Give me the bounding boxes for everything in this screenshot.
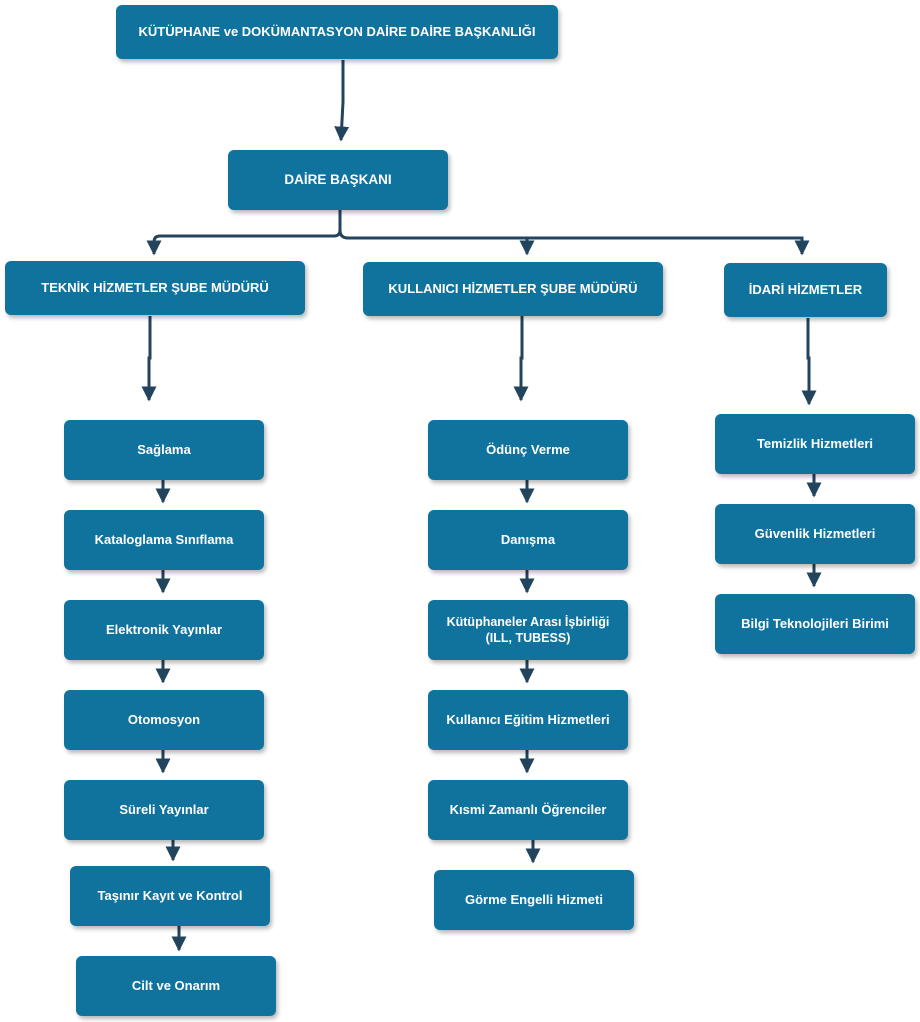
connector-teknik-sağlama (141, 316, 157, 402)
branch-idari: İDARİ HİZMETLER (724, 263, 887, 317)
root-node: KÜTÜPHANE ve DOKÜMANTASYON DAİRE DAİRE B… (116, 5, 558, 59)
unit-bilgi-teknolojileri: Bilgi Teknolojileri Birimi (715, 594, 915, 654)
unit-odunc-verme: Ödünç Verme (428, 420, 628, 480)
unit-danisma: Danışma (428, 510, 628, 570)
unit-cilt-onarim: Cilt ve Onarım (76, 956, 276, 1016)
unit-kismi-zamanli: Kısmi Zamanlı Öğrenciler (428, 780, 628, 840)
branch-kullanici: KULLANICI HİZMETLER ŞUBE MÜDÜRÜ (363, 262, 663, 316)
unit-guvenlik: Güvenlik Hizmetleri (715, 504, 915, 564)
unit-kataloglama: Kataloglama Sınıflama (64, 510, 264, 570)
connector-idari-temizlik (801, 318, 817, 406)
head-node: DAİRE BAŞKANI (228, 150, 448, 210)
unit-temizlik: Temizlik Hizmetleri (715, 414, 915, 474)
connector-kullanici-odunc (513, 316, 529, 402)
connector-head-kullanici (338, 229, 535, 256)
unit-sureli-yayinlar: Süreli Yayınlar (64, 780, 264, 840)
unit-kutuphaneler-arasi: Kütüphaneler Arası İşbirliği (ILL, TUBES… (428, 600, 628, 660)
connector-root-head (334, 60, 350, 142)
unit-tasinir-kayit: Taşınır Kayıt ve Kontrol (70, 866, 270, 926)
unit-saglama: Sağlama (64, 420, 264, 480)
unit-elektronik-yayinlar: Elektronik Yayınlar (64, 600, 264, 660)
unit-otomosyon: Otomosyon (64, 690, 264, 750)
connector-head-teknik (146, 210, 342, 256)
branch-teknik: TEKNİK HİZMETLER ŞUBE MÜDÜRÜ (5, 261, 305, 315)
unit-gorme-engelli: Görme Engelli Hizmeti (434, 870, 634, 930)
unit-kullanici-egitim: Kullanıcı Eğitim Hizmetleri (428, 690, 628, 750)
connector-head-idari (527, 236, 810, 256)
